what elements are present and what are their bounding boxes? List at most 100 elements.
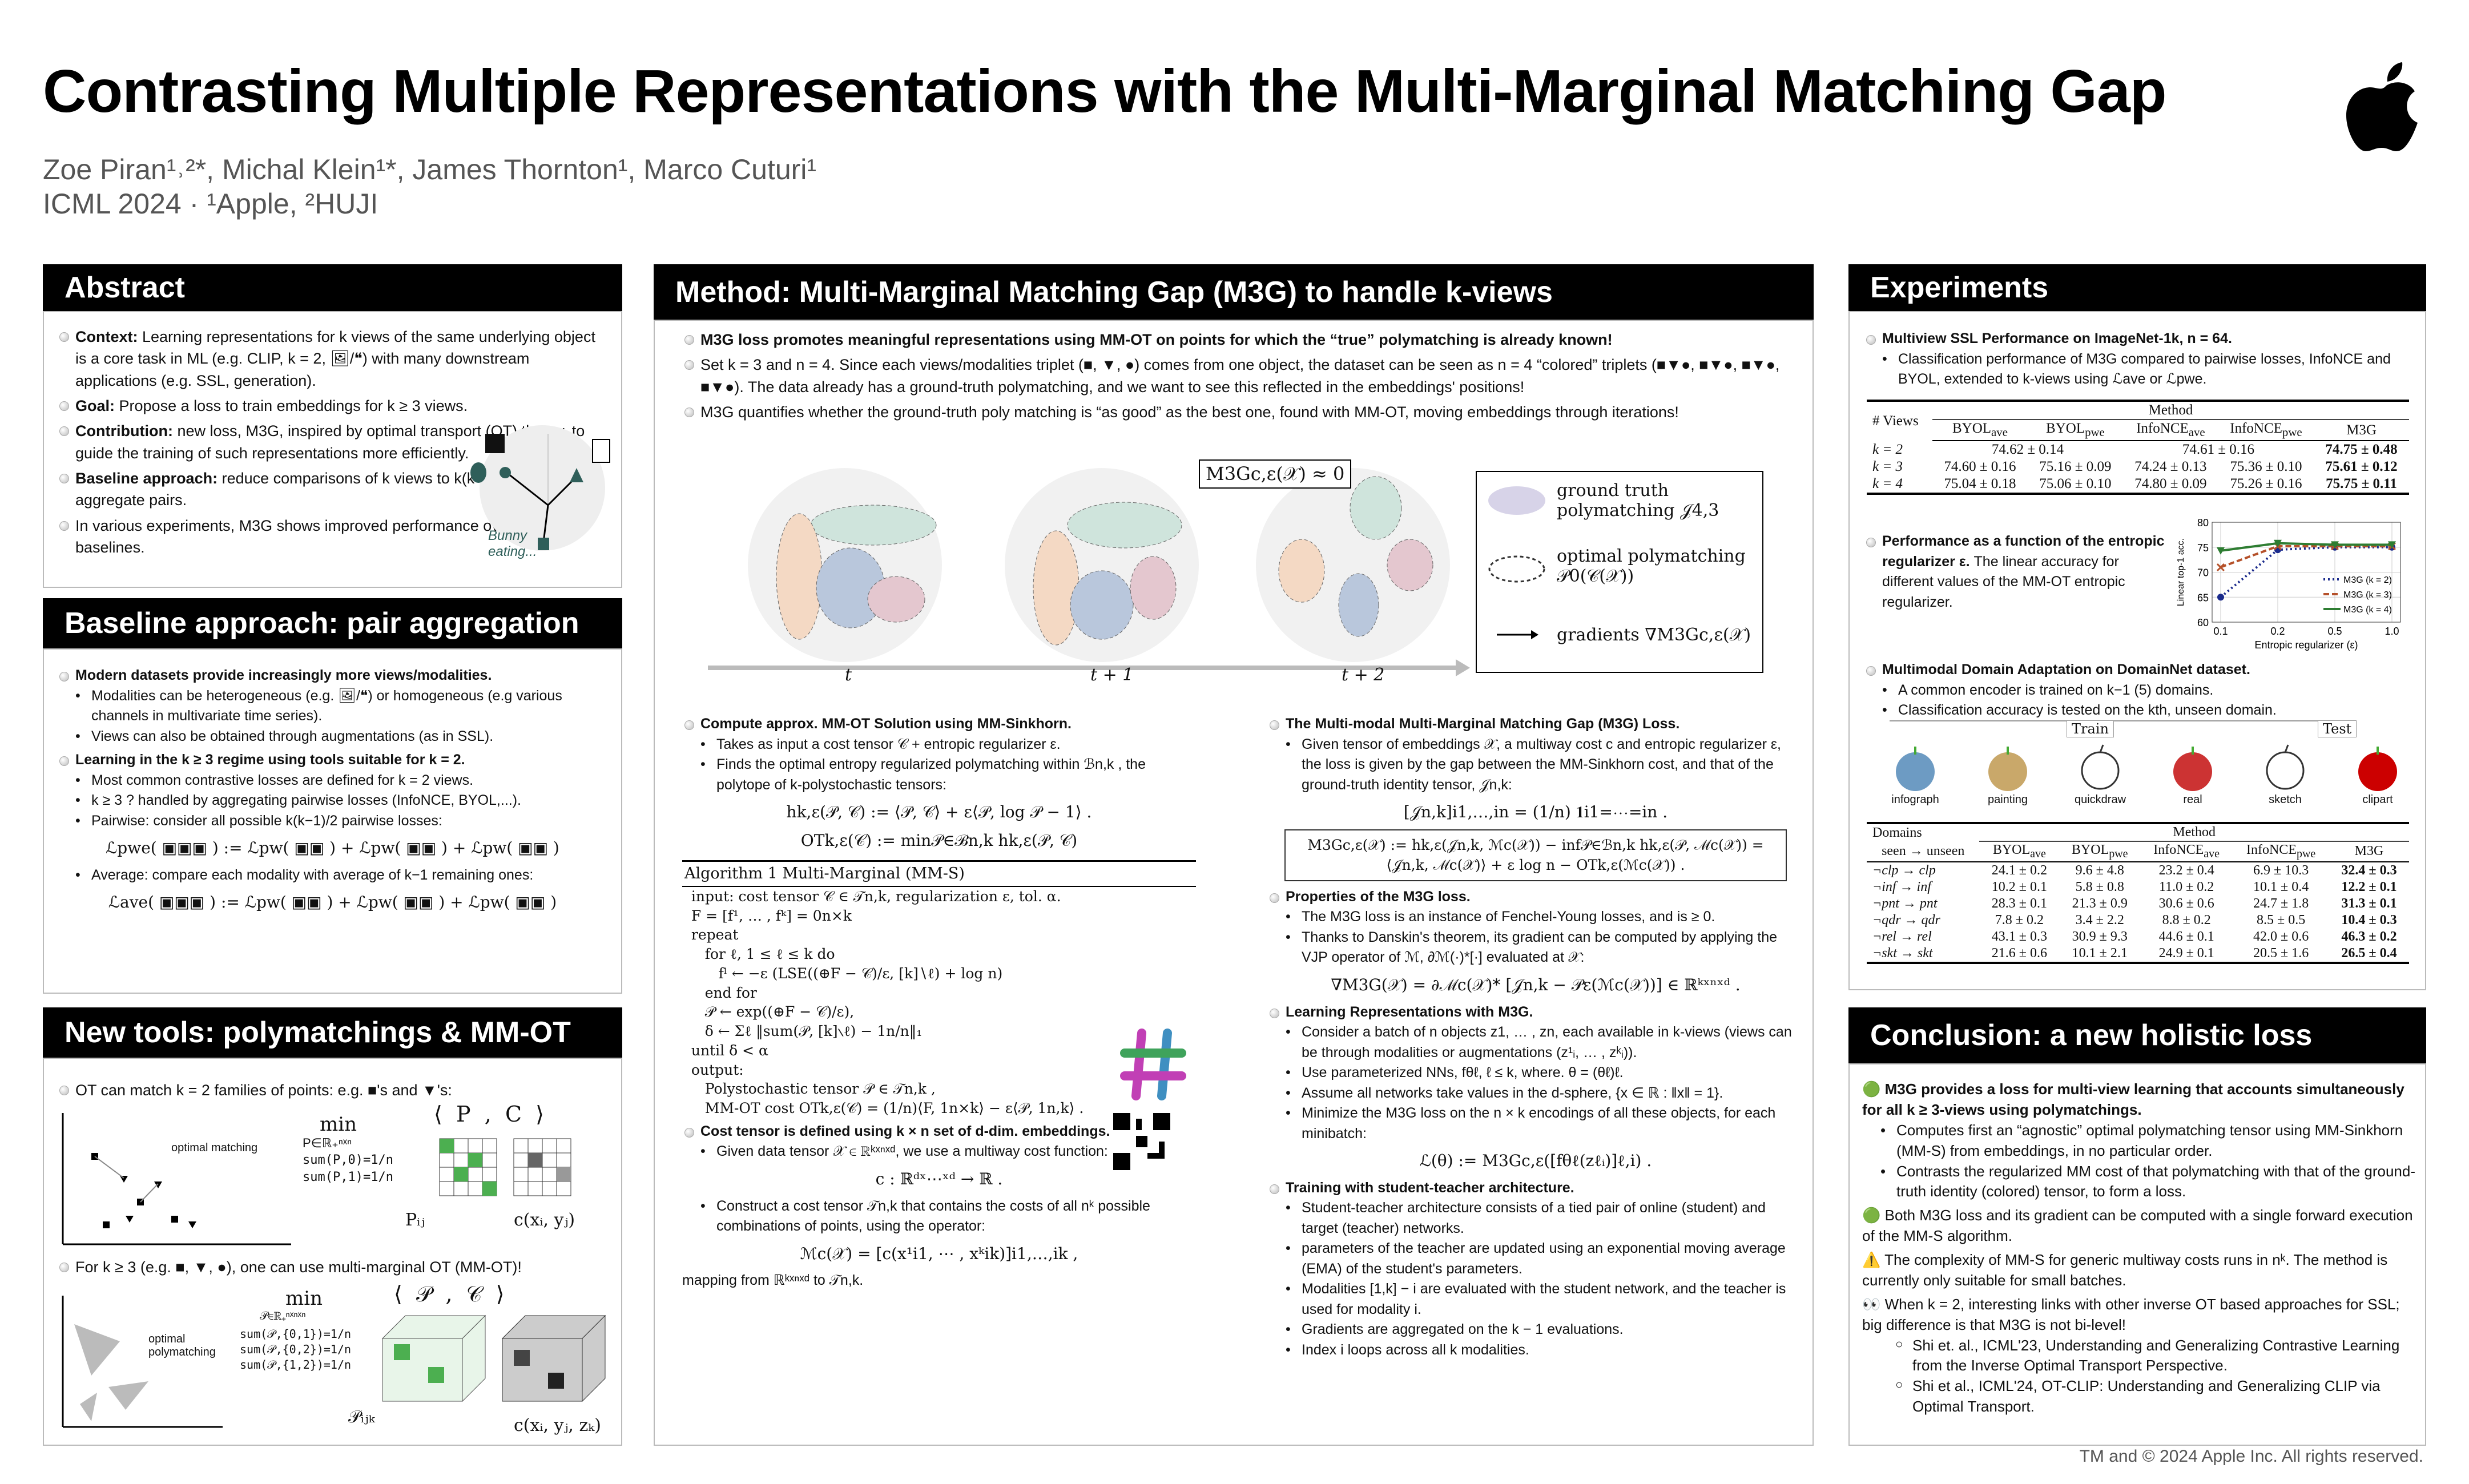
item-text: k ≥ 3 ? handled by aggregating pairwise … [91,792,521,808]
list-item: Properties of the M3G loss. [1267,887,1804,908]
equation: ℳc(𝒳) = [c(x¹i1, ⋯ , xᵏik)]i1,…,ik , [682,1243,1196,1265]
item-text: OTk,ε(𝒞) := min𝒫∈ℬn,k hk,ε(𝒫, 𝒞) [800,830,1078,850]
list-item: k ≥ 3 ? handled by aggregating pairwise … [57,791,608,811]
column-header: InfoNCEpwe [2233,841,2329,862]
list-item: Pairwise: consider all possible k(k−1)/2… [57,811,608,832]
legend-ground-truth: ground truth polymatching 𝒥4,3 [1557,481,1719,521]
algorithm-line: δ ← Σℓ ‖sum(𝒫, [k]∖ℓ) − 1n/n‖₁ [682,1022,1196,1041]
algorithm-line: output: [682,1060,1196,1080]
series-line [2220,542,2392,552]
table-cell: 23.2 ± 0.4 [2158,862,2214,878]
column-subscript: pwe [2282,425,2302,439]
table-corner: seen → unseen [1867,841,1980,862]
item-text: until δ < α [682,1042,768,1059]
iteration-circle [748,468,942,662]
table-cell: 12.2 ± 0.1 [2341,879,2397,894]
y-tick-label: 60 [2197,617,2209,628]
table-cell: 5.8 ± 0.8 [2075,879,2124,894]
list-item: Most common contrastive losses are defin… [57,771,608,791]
list-item: Takes as input a cost tensor 𝒞 + entropi… [682,735,1196,755]
table-cell: 75.75 ± 0.11 [2313,475,2409,495]
item-lead: Multiview SSL Performance on ImageNet-1k… [1882,330,2232,346]
equation: ℒ(θ) := M3Gc,ε([fθℓ(zℓᵢ)]ℓ,i) . [1267,1150,1804,1172]
item-lead: M3G loss promotes meaningful representat… [700,331,1613,348]
table-cell: 21.6 ± 0.6 [1979,945,2060,964]
list-item: Consider a batch of n objects z1, … , zn… [1267,1022,1804,1063]
item-text: Thanks to Danskin's theorem, its gradien… [1302,929,1778,966]
data-point [2331,541,2339,549]
method-right-list: The Multi-modal Multi-Marginal Matching … [1267,711,1804,1360]
table-cell: 10.1 ± 2.1 [2059,945,2141,964]
qr-code-icon[interactable] [1113,1113,1170,1170]
equation: ℒave( ▣▣▣ ) := ℒpw( ▣▣ ) + ℒpw( ▣▣ ) + ℒ… [57,891,608,914]
item-text: input: cost tensor 𝒞 ∈ 𝒯n,k, regularizat… [682,888,1061,905]
list-item: Gradients are aggregated on the k − 1 ev… [1267,1320,1804,1340]
column-header: M3G [2329,841,2409,862]
domain-name: painting [1987,793,2028,806]
item-text: Set k = 3 and n = 4. Since each views/mo… [700,356,1780,396]
item-lead: Performance as a function of the entropi… [1882,533,2165,570]
domain-name: quickdraw [2074,793,2126,806]
constraint-label: sum(P,1)=1/n [303,1170,393,1184]
newtools-item-mmot: For k ≥ 3 (e.g. ■, ▼, ●), one can use mu… [57,1253,605,1278]
series-line [2220,545,2392,568]
train-bracket [1890,720,2341,739]
item-lead: Learning in the k ≥ 3 regime using tools… [75,752,465,768]
algorithm-line: MM-OT cost OTk,ε(𝒞) = (1/n)⟨F, 1n×k⟩ − ε… [682,1099,1196,1118]
list-item: Learning Representations with M3G. [1267,1002,1804,1023]
table-cell: 10.1 ± 0.4 [2253,879,2309,894]
item-text: ℒave( ▣▣▣ ) := ℒpw( ▣▣ ) + ℒpw( ▣▣ ) + ℒ… [108,893,557,912]
item-text: output: [682,1061,744,1078]
baseline-list: Modern datasets provide increasingly mor… [57,662,608,920]
table-cell: 75.04 ± 0.18 [1932,475,2028,495]
equation: [𝒥n,k]i1,…,in = (1/n) 𝟏i1=⋯=in . [1267,801,1804,824]
bullet: OT can match k = 2 families of points: e… [57,1079,605,1101]
domain-name: clipart [2362,793,2393,806]
algorithm-line: end for [682,983,1196,1003]
conclusion-list: 🟢 M3G provides a loss for multi-view lea… [1862,1076,2416,1417]
list-item: The M3G loss is an instance of Fenchel-Y… [1267,907,1804,928]
table-cell: 32.4 ± 0.3 [2341,862,2397,878]
table-cell: 21.3 ± 0.9 [2072,896,2128,911]
ground-truth-swatch-icon [1488,486,1545,515]
hashtag-logo-icon [1120,1029,1186,1100]
item-text: end for [682,984,757,1001]
table-cell: k = 4 [1867,475,1932,495]
table-cell: 44.6 ± 0.1 [2158,929,2214,944]
item-text: fˡ ← −ε (LSE((⊕F − 𝒞)/ε, [k]∖ℓ) + log n) [682,965,1003,982]
item-text: Contrasts the regularized MM cost of tha… [1896,1162,2416,1200]
table-cell: 74.62 ± 0.14 [1991,442,2064,457]
train-label: Train [2067,720,2114,737]
domain-image-real: real [2156,742,2230,816]
item-text: 👀 When k = 2, interesting links with oth… [1862,1295,2400,1333]
bullet-text: OT can match k = 2 families of points: e… [75,1082,452,1099]
item-text: Use parameterized NNs, fθℓ, ℓ ≤ k, where… [1302,1064,1624,1080]
baseline-header: Baseline approach: pair aggregation [43,598,622,648]
list-item: Shi et. al., ICML'23, Understanding and … [1862,1336,2416,1377]
table-cell: 24.9 ± 0.1 [2140,945,2233,964]
item-text: Modalities [1,k] − i are evaluated with … [1302,1281,1786,1317]
list-item: Classification performance of M3G compar… [1864,349,2412,390]
list-item: 🟢 Both M3G loss and its gradient can be … [1862,1205,2416,1247]
table-cell: ¬pnt → pnt [1872,896,1938,911]
item-text: Classification performance of M3G compar… [1898,350,2391,388]
cost-label: c(xᵢ, yⱼ) [514,1210,575,1230]
table-cell: 31.3 ± 0.1 [2341,896,2397,911]
list-item: Set k = 3 and n = 4. Since each views/mo… [682,354,1801,398]
item-text: [𝒥n,k]i1,…,in = (1/n) 𝟏i1=⋯=in . [1403,803,1668,821]
method-left-list: Compute approx. MM-OT Solution using MM-… [682,711,1196,1291]
list-item: Context: Learning representations for k … [57,326,605,392]
conclusion-header: Conclusion: a new holistic loss [1848,1007,2426,1063]
table-cell: 43.1 ± 0.3 [1991,929,2047,944]
table-cell: 74.75 ± 0.48 [2325,442,2398,457]
apple-clipart-icon [2358,747,2397,791]
table-cell: 6.9 ± 10.3 [2253,862,2309,878]
algorithm-line: for ℓ, 1 ≤ ℓ ≤ k do [682,945,1196,964]
item-text: M3Gc,ε(𝒳) := hk,ε(𝒥n,k, ℳc(𝒳)) − inf𝒫∈ℬn… [1307,836,1764,874]
list-item: Views can also be obtained through augme… [57,727,608,747]
table-corner: # Views [1867,400,1932,441]
table-group-header: Method [1932,400,2409,420]
